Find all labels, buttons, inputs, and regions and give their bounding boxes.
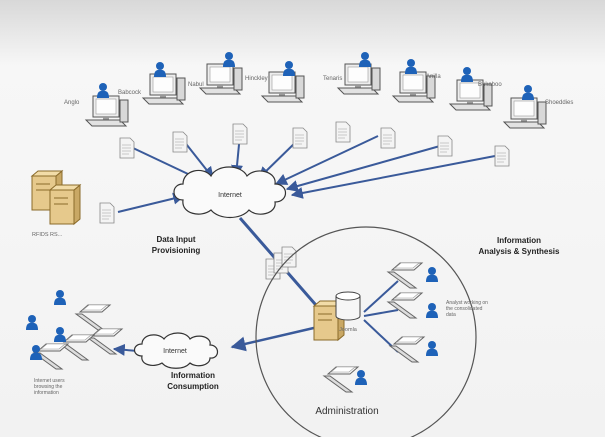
administration-label: Administration: [315, 406, 378, 417]
provider-label: Babcock: [118, 90, 142, 96]
central-server-label: Joomla: [339, 327, 358, 333]
analysis-heading-1: Information: [497, 236, 541, 245]
data-input-heading-2: Provisioning: [152, 246, 201, 255]
provider-label: Hinckley: [245, 76, 268, 82]
left-servers: RFIDS RS...: [31, 170, 81, 238]
provider-label: Anilla: [426, 74, 441, 80]
provider-label: Shoeddies: [545, 100, 573, 106]
consumption-heading-2: Consumption: [167, 382, 219, 391]
analysis-heading-2: Analysis & Synthesis: [479, 247, 560, 256]
provider-label: Anglo: [64, 100, 80, 106]
internet-label: Internet: [218, 192, 242, 199]
provider-labels: Anglo Babcock Nabul Hinckley Tenaris Ani…: [64, 74, 573, 106]
data-input-heading-1: Data Input: [156, 235, 195, 244]
internet-cloud-top: Internet: [173, 166, 287, 219]
central-database: Joomla: [313, 291, 361, 341]
left-server-label: RFIDS RS...: [32, 232, 63, 238]
provider-label: Bukaboo: [478, 82, 502, 88]
provider-label: Nabul: [188, 82, 204, 88]
administration-zone: Administration: [255, 226, 477, 437]
internet-label-bottom: Internet: [163, 348, 187, 355]
internet-cloud-bottom: Internet: [133, 332, 219, 369]
provider-label: Tenaris: [323, 76, 342, 82]
section-headers: Data Input Provisioning Information Anal…: [152, 235, 560, 391]
consumption-heading-1: Information: [171, 371, 215, 380]
